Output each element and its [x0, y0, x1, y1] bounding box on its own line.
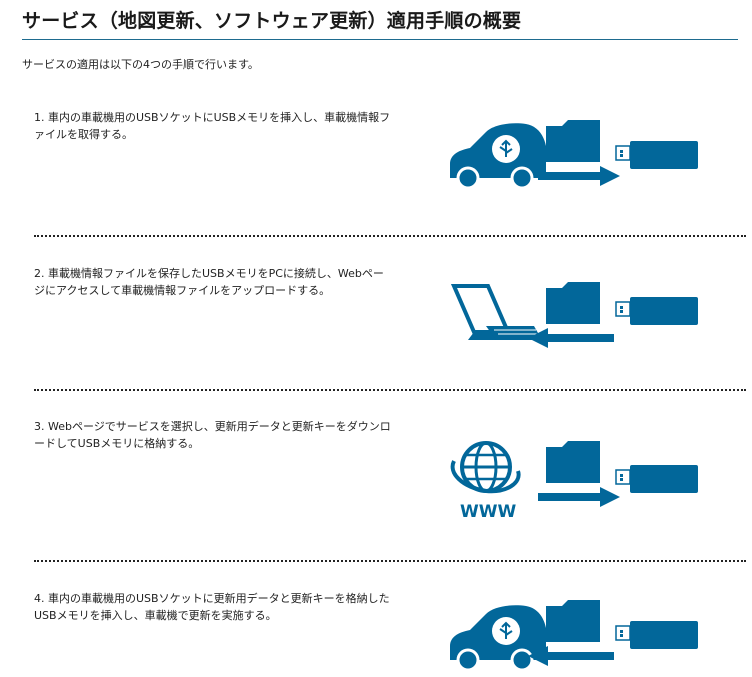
step-number: 1. [34, 111, 45, 124]
intro-text: サービスの適用は以下の4つの手順で行います。 [22, 58, 259, 71]
www-label: WWW [460, 502, 517, 522]
folder-icon [546, 282, 600, 324]
usb-stick-icon [615, 621, 698, 649]
step-3-illustration: WWW [446, 435, 706, 525]
step-number: 2. [34, 267, 45, 280]
car-usb-icon [450, 123, 546, 190]
arrow-left-icon [528, 328, 614, 348]
step-3-text: 3. Webページでサービスを選択し、更新用データと更新キーをダウンロードしてU… [34, 418, 394, 452]
divider [34, 560, 746, 562]
usb-stick-icon [615, 297, 698, 325]
usb-stick-icon [615, 465, 698, 493]
arrow-left-icon [528, 646, 614, 666]
arrow-right-icon [538, 487, 620, 507]
step-1-illustration [446, 116, 706, 206]
step-description: 車内の車載機用のUSBソケットにUSBメモリを挿入し、車載機情報ファイルを取得す… [34, 111, 391, 141]
step-number: 3. [34, 420, 45, 433]
step-2-illustration [446, 278, 706, 368]
step-description: 車載機情報ファイルを保存したUSBメモリをPCに接続し、Webページにアクセスし… [34, 267, 384, 297]
step-4-illustration [446, 598, 706, 677]
arrow-right-icon [538, 166, 620, 186]
divider [34, 235, 746, 237]
step-description: 車内の車載機用のUSBソケットに更新用データと更新キーを格納したUSBメモリを挿… [34, 592, 390, 622]
usb-stick-icon [615, 141, 698, 169]
step-4-text: 4. 車内の車載機用のUSBソケットに更新用データと更新キーを格納したUSBメモ… [34, 590, 394, 624]
step-description: Webページでサービスを選択し、更新用データと更新キーをダウンロードしてUSBメ… [34, 420, 391, 450]
globe-www-icon: WWW [450, 441, 521, 522]
laptop-icon [450, 284, 542, 340]
car-usb-icon [450, 605, 546, 672]
step-number: 4. [34, 592, 45, 605]
step-2-text: 2. 車載機情報ファイルを保存したUSBメモリをPCに接続し、Webページにアク… [34, 265, 394, 299]
page-title: サービス（地図更新、ソフトウェア更新）適用手順の概要 [22, 6, 738, 40]
folder-icon [546, 120, 600, 162]
folder-icon [546, 441, 600, 483]
divider [34, 389, 746, 391]
step-1-text: 1. 車内の車載機用のUSBソケットにUSBメモリを挿入し、車載機情報ファイルを… [34, 109, 394, 143]
folder-icon [546, 600, 600, 642]
